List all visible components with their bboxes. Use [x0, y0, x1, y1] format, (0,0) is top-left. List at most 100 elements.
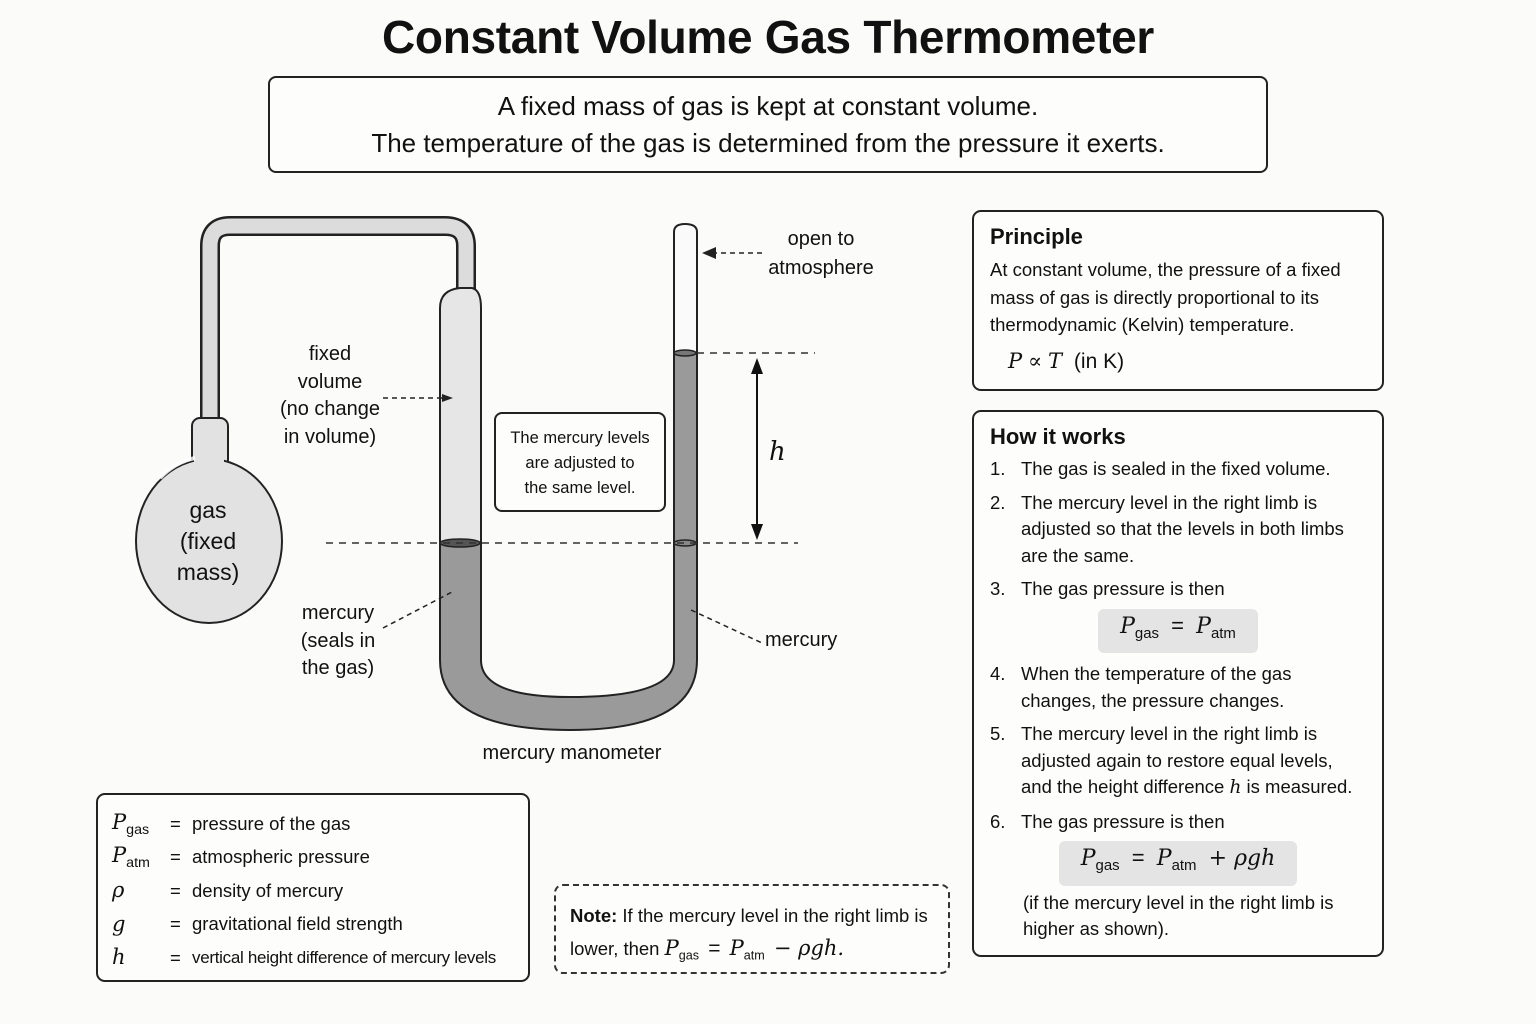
step-number: 1. — [990, 458, 1006, 479]
note-eq-subscript: gas — [678, 948, 700, 963]
eq-subscript: gas — [1134, 624, 1160, 642]
fixed-volume-arrow-icon — [442, 394, 453, 402]
note-eq-operator: = — [708, 937, 721, 960]
eq-symbol: P — [1196, 613, 1211, 639]
right-meniscus-top — [673, 349, 697, 357]
legend-symbol: ρ — [112, 874, 170, 908]
callout-line: The mercury levels — [510, 429, 650, 447]
legend-symbol: Patm — [112, 841, 170, 875]
step-number: 5. — [990, 723, 1006, 745]
mercury-left-label-line: the gas) — [301, 657, 375, 679]
right-limb-glass — [673, 222, 698, 352]
thermometer-diagram — [135, 216, 815, 732]
eq-operator: = — [1171, 612, 1185, 638]
eq-subscript: gas — [1095, 857, 1120, 875]
step-number: 4. — [990, 663, 1006, 685]
open-label-line: atmosphere — [768, 257, 874, 279]
legend-row: g = gravitational field strength — [112, 908, 496, 942]
step-text: The gas pressure is then — [1021, 578, 1225, 599]
step-text: The gas is sealed in the fixed volume. — [1021, 458, 1331, 479]
note-text: If the mercury level in the right limb i… — [570, 905, 928, 959]
step-item: 1. The gas is sealed in the fixed volume… — [990, 456, 1366, 483]
principle-formula: P ∝ T (in K) — [1008, 349, 1366, 374]
equation-wrapper: Pgas = Patm + ρgh — [1021, 835, 1366, 890]
step-item: 4. When the temperature of the gas chang… — [990, 661, 1366, 714]
bulb-label-line: mass) — [176, 559, 240, 585]
legend-row: Patm = atmospheric pressure — [112, 841, 496, 875]
intro-line-1: A fixed mass of gas is kept at constant … — [497, 91, 1039, 121]
formula-prop: ∝ — [1027, 348, 1043, 373]
h-label: h — [769, 437, 786, 467]
legend-symbol-sub: gas — [126, 821, 150, 838]
fixed-volume-label-line: fixed — [308, 343, 352, 365]
eq-operator: = — [1131, 845, 1145, 871]
bulb-label: gas (fixed mass) — [160, 495, 256, 588]
legend-description: vertical height difference of mercury le… — [192, 947, 496, 967]
equation-equal-levels: Pgas = Patm — [1098, 608, 1258, 654]
eq-symbol: P — [1156, 846, 1172, 872]
equation-wrapper: Pgas = Patm — [1021, 603, 1366, 658]
step-variable: h — [1229, 777, 1242, 799]
mercury-right-label: mercury — [765, 629, 838, 651]
step-text: The gas pressure is then — [1021, 810, 1225, 832]
mercury-left-pointer — [382, 591, 453, 629]
eq-subscript: atm — [1210, 624, 1236, 642]
left-limb-glass — [439, 287, 482, 544]
bulb-label-line: gas — [189, 497, 227, 523]
h-arrow-head-up — [751, 358, 763, 374]
formula-unit: (in K) — [1073, 349, 1125, 373]
fixed-volume-label: fixed volume (no change in volume) — [270, 341, 390, 451]
legend-symbol: h — [112, 941, 170, 975]
legend-row: ρ = density of mercury — [112, 874, 496, 908]
symbol-legend: Pgas = pressure of the gas Patm = atmosp… — [96, 793, 530, 982]
legend-symbol: Pgas — [112, 807, 170, 841]
eq-symbol: P — [1120, 613, 1135, 639]
fixed-volume-label-line: volume — [297, 370, 363, 393]
step-text: The mercury level in the right limb is a… — [1021, 723, 1333, 798]
bulb-label-line: (fixed — [179, 528, 237, 554]
how-heading: How it works — [990, 424, 1126, 449]
fixed-volume-label-line: (no change — [279, 398, 381, 420]
mercury-left-label-line: (seals in — [300, 629, 376, 652]
step-item: 3. The gas pressure is then Pgas = Patm — [990, 576, 1366, 657]
note-eq-symbol: P — [729, 936, 744, 960]
legend-equals: = — [170, 812, 181, 834]
legend-description: pressure of the gas — [192, 812, 351, 834]
mercury-left-label: mercury (seals in the gas) — [288, 600, 388, 683]
intro-line-2: The temperature of the gas is determined… — [371, 128, 1165, 158]
note-eq-subscript: atm — [743, 948, 765, 963]
callout-line: the same level. — [524, 479, 636, 497]
legend-symbol-main: P — [112, 843, 127, 868]
step-number: 2. — [990, 491, 1006, 513]
principle-text: At constant volume, the pressure of a fi… — [990, 259, 1341, 335]
legend-symbol-main: ρ — [112, 878, 125, 903]
note-eq-extra: − ρgh. — [773, 936, 845, 960]
legend-symbol-sub: atm — [126, 855, 150, 872]
eq-subscript: atm — [1171, 857, 1197, 875]
note-box: Note: If the mercury level in the right … — [554, 884, 950, 974]
principle-panel: Principle At constant volume, the pressu… — [972, 210, 1384, 391]
step-text: The mercury level in the right limb is a… — [1021, 491, 1344, 566]
step-item: 2. The mercury level in the right limb i… — [990, 490, 1366, 570]
h-arrow-head-down — [751, 524, 763, 540]
legend-description: gravitational field strength — [192, 913, 403, 935]
mercury-right-pointer — [690, 609, 763, 644]
legend-description: atmospheric pressure — [192, 846, 370, 868]
mercury-left-label-line: mercury — [301, 602, 375, 624]
fixed-volume-label-line: in volume) — [283, 425, 377, 448]
formula-t: T — [1048, 348, 1063, 373]
u-tube-mercury — [439, 351, 698, 732]
step-text: When the temperature of the gas changes,… — [1021, 663, 1292, 711]
legend-description: density of mercury — [192, 879, 344, 901]
step-item: 5. The mercury level in the right limb i… — [990, 721, 1366, 802]
eq-extra-term: + ρgh — [1208, 846, 1276, 872]
manometer-label: mercury manometer — [482, 742, 662, 764]
note-eq-symbol: P — [664, 936, 679, 960]
legend-equals: = — [170, 913, 181, 935]
levels-callout: The mercury levels are adjusted to the s… — [494, 412, 666, 512]
legend-equals: = — [170, 946, 181, 968]
legend-symbol-main: P — [112, 809, 127, 834]
legend-symbol-main: h — [112, 945, 126, 970]
principle-heading: Principle — [990, 224, 1083, 249]
legend-equals: = — [170, 846, 181, 868]
